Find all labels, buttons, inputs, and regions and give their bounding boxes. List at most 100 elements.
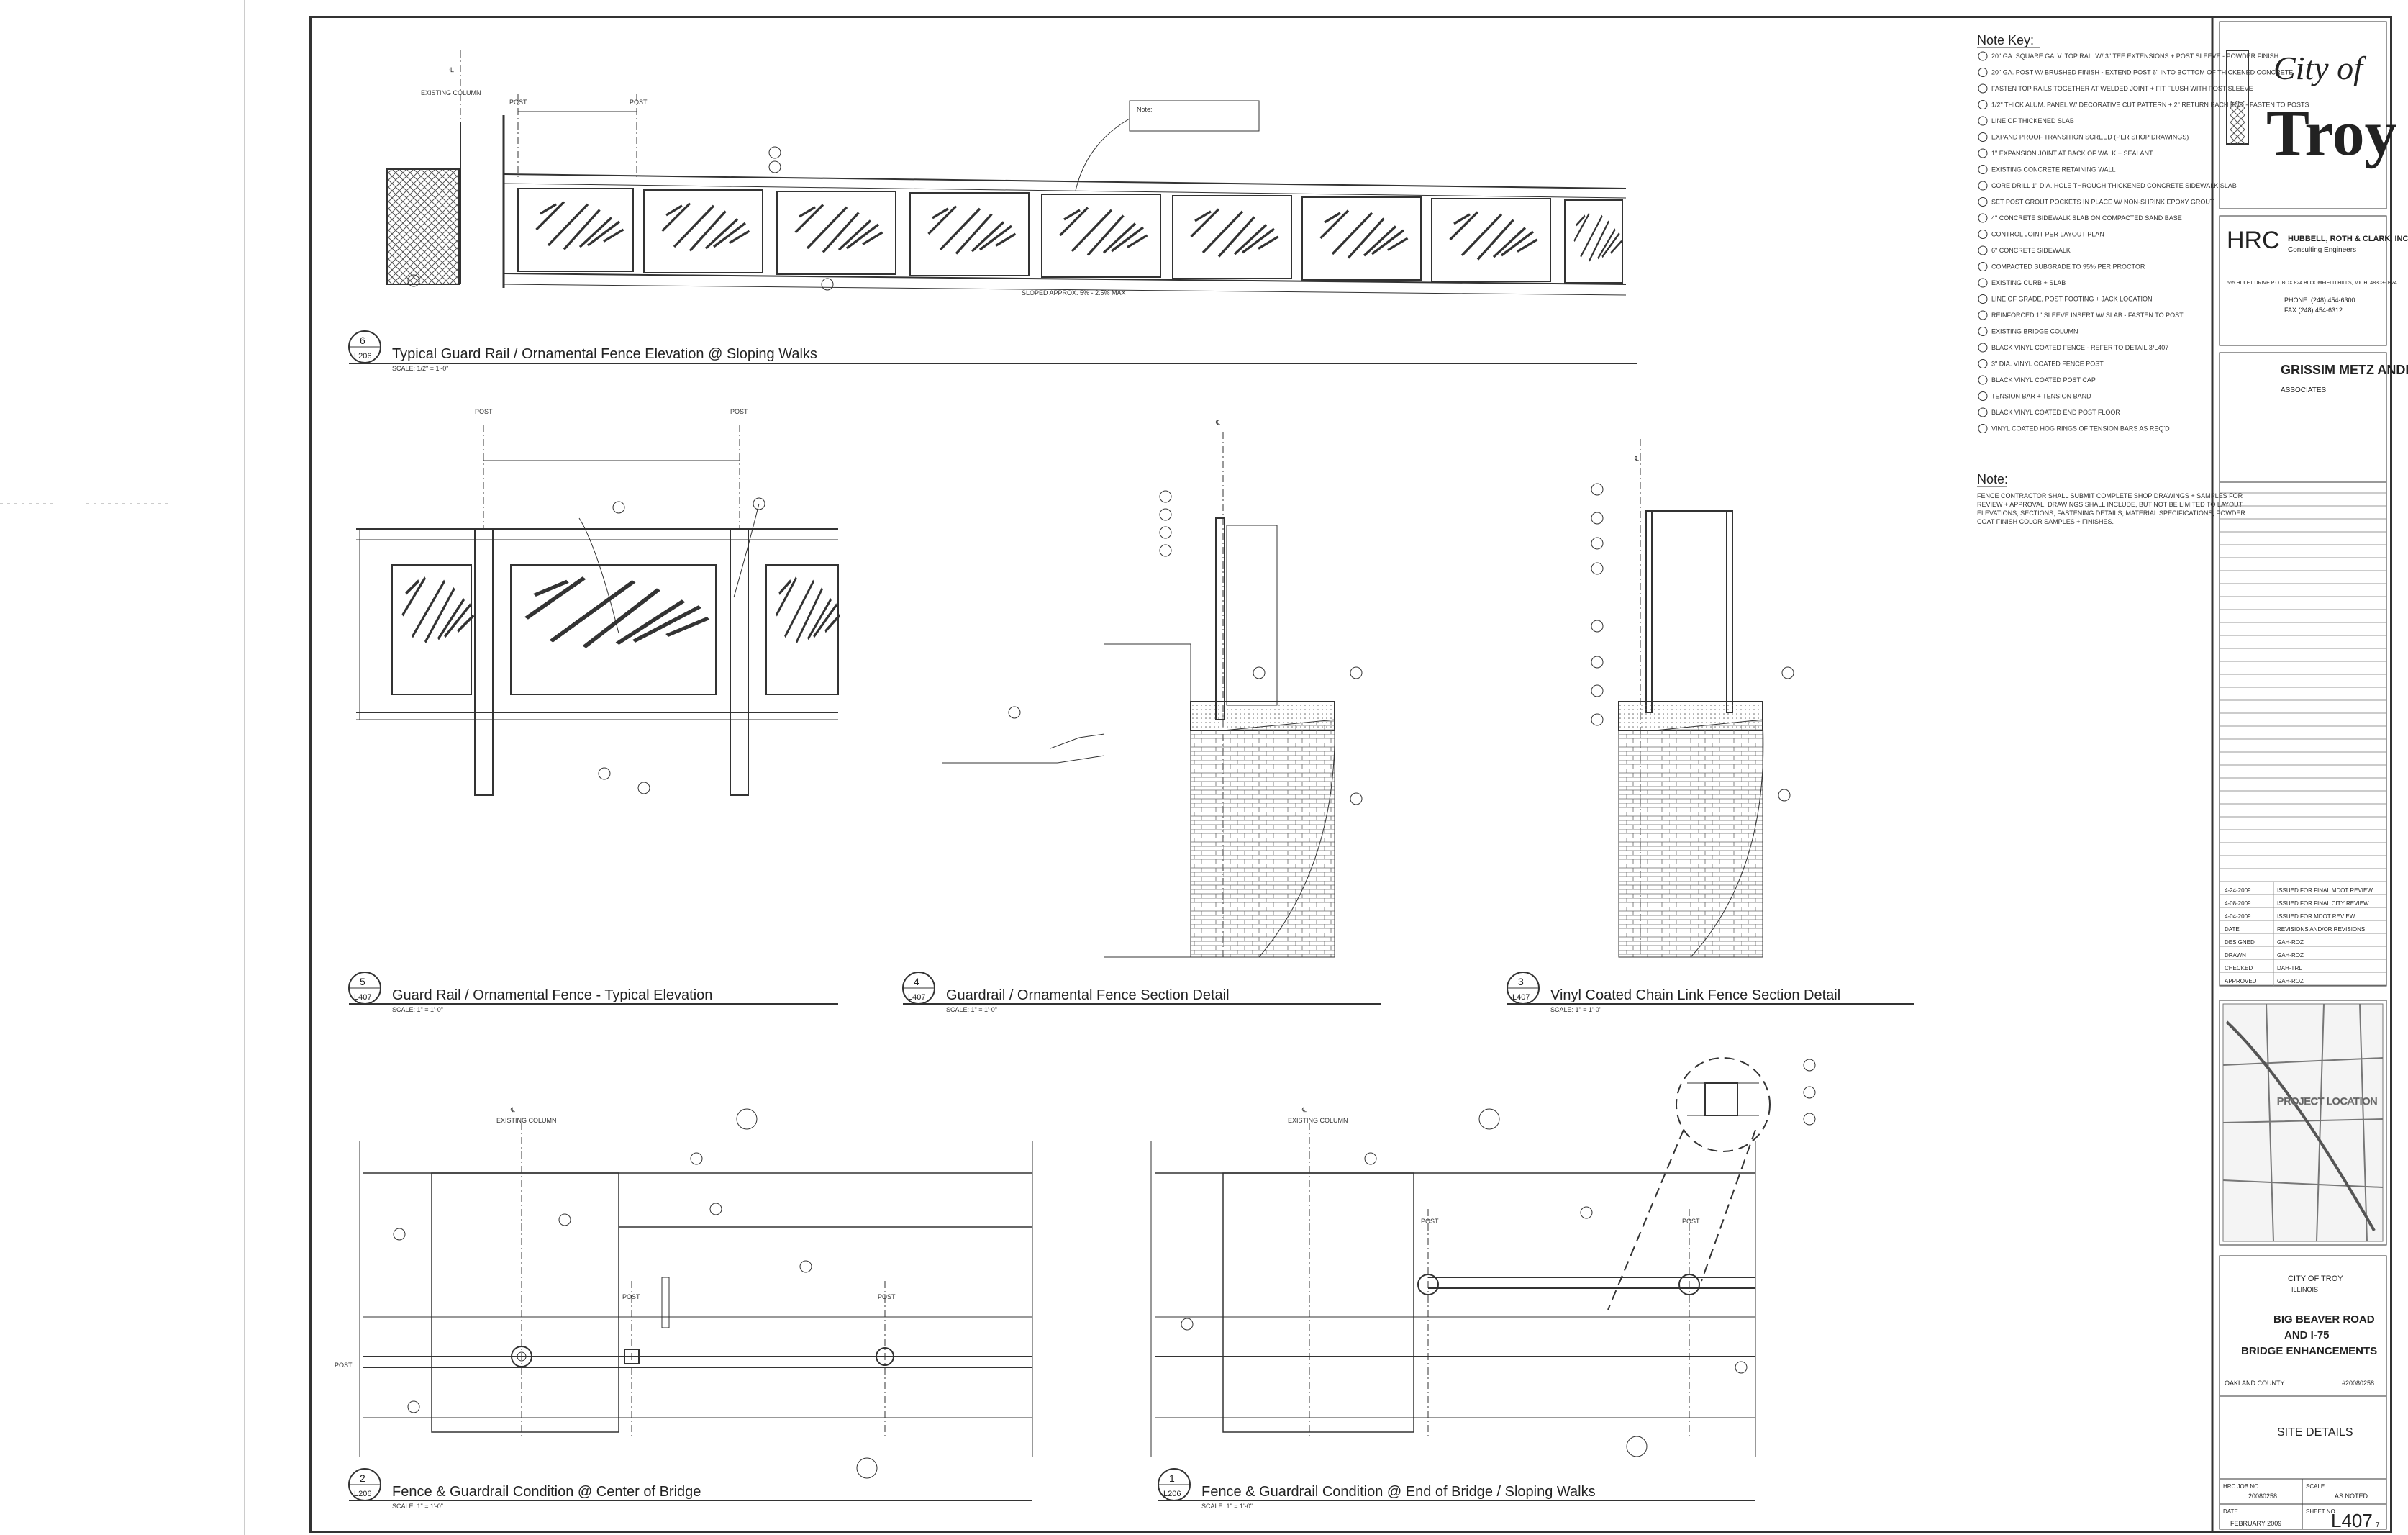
detail-2-title: 2 L206 Fence & Guardrail Condition @ Cen… [348, 1468, 701, 1510]
revisions: 4-24-2009 ISSUED FOR FINAL MDOT REVIEW 4… [2225, 887, 2373, 984]
city-of-text: City of [2273, 50, 2367, 86]
detail-6-existing-column: EXISTING COLUMN [421, 89, 481, 96]
detail-1-cl: ℄ [1301, 1106, 1307, 1113]
note-key-bullet [1978, 407, 1988, 417]
rev-2-date: 4-08-2009 [2225, 900, 2251, 907]
troy-text: Troy [2266, 98, 2397, 169]
note-key-item: CORE DRILL 1" DIA. HOLE THROUGH THICKENE… [1991, 182, 2237, 189]
detail-2-post-right: POST [878, 1293, 896, 1300]
project-line-3: BRIDGE ENHANCEMENTS [2241, 1345, 2377, 1357]
note-key-item: 20" GA. POST W/ BRUSHED FINISH - EXTEND … [1991, 69, 2293, 76]
detail-6-title-text: Typical Guard Rail / Ornamental Fence El… [392, 346, 817, 362]
note-key-item: 20" GA. SQUARE GALV. TOP RAIL W/ 3" TEE … [1991, 53, 2278, 60]
detail-5-num: 5 [360, 976, 365, 987]
detail-2-cl: ℄ [510, 1106, 515, 1113]
detail-1-title: 1 L206 Fence & Guardrail Condition @ End… [1158, 1468, 1596, 1510]
job-number: #20080258 [2342, 1380, 2374, 1387]
rev-3-date: 4-04-2009 [2225, 913, 2251, 920]
arch-name: GRISSIM METZ ANDRIESE [2281, 363, 2408, 377]
note-key-title: Note Key: [1977, 33, 2034, 47]
detail-3-scale: SCALE: 1" = 1'-0" [1550, 1006, 1601, 1013]
detail-4-num: 4 [914, 976, 919, 987]
detail-3-ref: L407 [1512, 993, 1530, 1002]
sheet-title: SITE DETAILS [2277, 1426, 2353, 1439]
county: OAKLAND COUNTY [2225, 1380, 2285, 1387]
arch-sub: ASSOCIATES [2281, 386, 2326, 394]
detail-5-title-text: Guard Rail / Ornamental Fence - Typical … [392, 987, 712, 1003]
note-key-item: BLACK VINYL COATED END POST FLOOR [1991, 409, 2120, 416]
rev-3-desc: ISSUED FOR MDOT REVIEW [2277, 913, 2355, 920]
note-text-line: ELEVATIONS, SECTIONS, FASTENING DETAILS,… [1977, 510, 2245, 517]
signoff-2-val: GAH-ROZ [2277, 952, 2304, 959]
note-key-bullet [1978, 51, 1988, 61]
rev-header-desc: REVISIONS AND/OR REVISIONS [2277, 926, 2365, 933]
detail-2-plan [359, 1123, 1033, 1457]
note-key-bullet [1978, 327, 1988, 336]
detail-1-plan [1150, 1057, 1771, 1457]
firm-addr: 555 HULET DRIVE P.O. BOX 824 BLOOMFIELD … [2227, 281, 2397, 286]
detail-5-labels: POST POST [475, 408, 765, 794]
drawing-sheet-border [309, 16, 2392, 1533]
signoff-4-val: GAH-ROZ [2277, 978, 2304, 984]
hrc-job: 20080258 [2248, 1493, 2277, 1500]
detail-1-labels: ℄ EXISTING COLUMN POST POST [1181, 1059, 1816, 1457]
note-key-item: EXPAND PROOF TRANSITION SCREED (PER SHOP… [1991, 134, 2189, 141]
note-text-line: FENCE CONTRACTOR SHALL SUBMIT COMPLETE S… [1977, 492, 2243, 499]
note-key-item: EXISTING CURB + SLAB [1991, 279, 2066, 286]
detail-6-ref: L206 [354, 352, 371, 361]
note-key-bullet [1978, 213, 1988, 223]
detail-5-elevation [356, 425, 840, 796]
note-key-bullet [1978, 116, 1988, 126]
note-key-item: VINYL COATED HOG RINGS OF TENSION BARS A… [1991, 425, 2170, 433]
note-key-bullet [1978, 181, 1988, 191]
signoff-1-key: DESIGNED [2225, 939, 2255, 946]
note-key-item: TENSION BAR + TENSION BAND [1991, 393, 2091, 400]
detail-2-existing-column: EXISTING COLUMN [496, 1117, 557, 1124]
note-text: FENCE CONTRACTOR SHALL SUBMIT COMPLETE S… [1977, 492, 2245, 525]
detail-1-num: 1 [1169, 1472, 1175, 1484]
scale-label: SCALE [2306, 1483, 2325, 1490]
detail-5-scale: SCALE: 1" = 1'-0" [392, 1006, 443, 1013]
detail-2-post-mid: POST [622, 1293, 640, 1300]
detail-6-post-left: POST [509, 99, 527, 106]
detail-1-ref: L206 [1163, 1490, 1181, 1498]
detail-6-note-title: Note: [1137, 106, 1153, 113]
detail-4-labels: ℄ [1008, 419, 1363, 805]
detail-1-title-text: Fence & Guardrail Condition @ End of Bri… [1201, 1484, 1596, 1500]
detail-6-cl: ℄ [449, 66, 454, 73]
note-key-bullet [1978, 262, 1988, 271]
revision-grid [2220, 492, 2386, 986]
client-sub: ILLINOIS [2291, 1286, 2318, 1293]
location-map: PROJECT LOCATION [2222, 1003, 2384, 1242]
note-key-item: 6" CONCRETE SIDEWALK [1991, 247, 2071, 254]
firm-fax: FAX (248) 454-6312 [2284, 307, 2343, 314]
note-key-item: CONTROL JOINT PER LAYOUT PLAN [1991, 231, 2104, 238]
detail-4-cl: ℄ [1215, 419, 1220, 426]
note-key-bullet [1978, 148, 1988, 158]
firm-logo: HRC [2227, 227, 2280, 254]
note-key-item: BLACK VINYL COATED POST CAP [1991, 376, 2096, 384]
detail-2-scale: SCALE: 1" = 1'-0" [392, 1503, 443, 1510]
detail-1-scale: SCALE: 1" = 1'-0" [1201, 1503, 1253, 1510]
signoff-3-val: DAH-TRL [2277, 965, 2302, 972]
detail-6-labels: ℄ EXISTING COLUMN POST POST Note: SLOPED… [407, 66, 1153, 296]
note-key-bullet [1978, 245, 1988, 255]
detail-5-post-right: POST [730, 408, 748, 415]
rev-1-date: 4-24-2009 [2225, 887, 2251, 894]
note-key-bullet [1978, 165, 1988, 174]
signoff-2-key: DRAWN [2225, 952, 2246, 959]
detail-1-post-mid: POST [1421, 1218, 1439, 1225]
detail-6-slope-label: SLOPED APPROX. 5% - 2.5% MAX [1022, 289, 1126, 296]
note-key-bullet [1978, 83, 1988, 94]
detail-2-ref: L206 [354, 1490, 371, 1498]
detail-5-post-left: POST [475, 408, 493, 415]
detail-1-existing-column: EXISTING COLUMN [1288, 1117, 1348, 1124]
note-key-bullet [1978, 359, 1988, 368]
note-key-item: 1/2" THICK ALUM. PANEL W/ DECORATIVE CUT… [1991, 101, 2309, 109]
detail-4-ref: L407 [908, 993, 925, 1002]
detail-6-num: 6 [360, 335, 365, 346]
detail-4-section [942, 432, 1335, 958]
detail-5-title: 5 L407 Guard Rail / Ornamental Fence - T… [348, 972, 712, 1013]
detail-3-num: 3 [1518, 976, 1524, 987]
